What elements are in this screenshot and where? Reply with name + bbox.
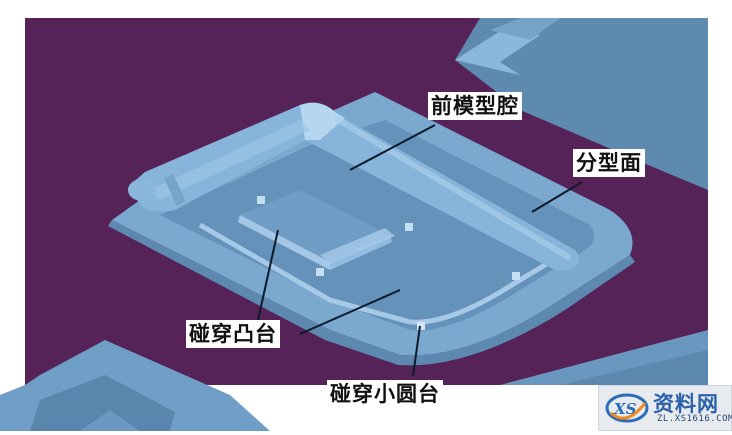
leader-line-parting-surface: [531, 181, 583, 213]
front-mold-cavity-shape: [130, 103, 579, 270]
svg-text:XS: XS: [613, 400, 637, 418]
leader-line-front-mold-cavity: [349, 124, 436, 171]
upper-right-mold-block: [455, 18, 708, 190]
watermark: XS 资料网 ZL.XS1616.COM: [598, 385, 732, 431]
leader-line-small-round-boss: [412, 325, 421, 377]
label-front-mold-cavity: 前模型腔: [428, 92, 522, 120]
small-round-boss-shape: [417, 322, 425, 330]
xs-logo-icon: XS: [605, 393, 649, 423]
watermark-title: 资料网: [653, 392, 719, 416]
leader-line-shutoff-boss-2: [299, 289, 401, 335]
label-shutoff-small-round-boss: 碰穿小圆台: [327, 380, 443, 408]
label-shutoff-boss: 碰穿凸台: [186, 320, 280, 348]
label-parting-surface: 分型面: [573, 149, 645, 177]
leader-line-shutoff-boss-1: [257, 229, 279, 321]
watermark-url: ZL.XS1616.COM: [657, 414, 732, 424]
